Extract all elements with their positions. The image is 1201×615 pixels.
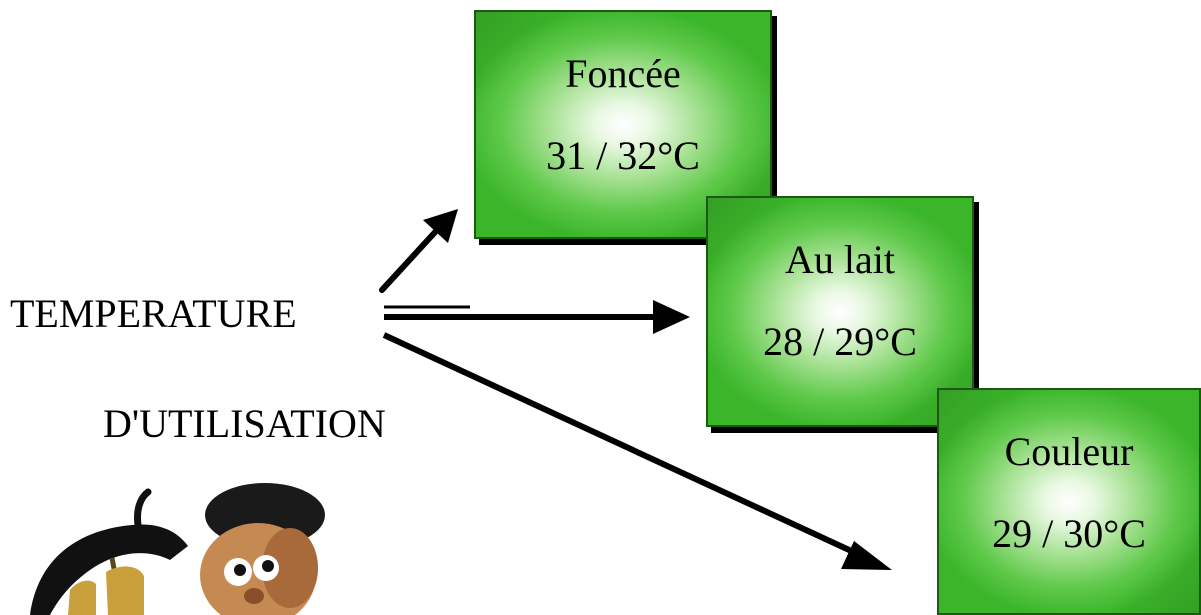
heading-line-utilisation: D'UTILISATION xyxy=(103,401,386,446)
character-pupil-left-icon xyxy=(234,564,246,576)
box-couleur: Couleur 29 / 30°C xyxy=(937,388,1201,615)
character-pupil-right-icon xyxy=(262,560,274,572)
box-temperature-foncee: 31 / 32°C xyxy=(546,133,700,178)
box-label-foncee: Foncée xyxy=(565,51,681,96)
heading-line-temperature: TEMPERATURE xyxy=(10,291,297,336)
arrow-to-au-lait xyxy=(384,300,690,334)
umbrella-panel-icon-2 xyxy=(68,580,96,615)
umbrella-panel-icon xyxy=(106,566,144,615)
box-temperature-couleur: 29 / 30°C xyxy=(992,511,1146,556)
umbrella-icon xyxy=(30,524,188,615)
box-temperature-au-lait: 28 / 29°C xyxy=(763,319,917,364)
arrow-to-foncee xyxy=(379,209,458,293)
umbrella-mascot-illustration xyxy=(30,483,325,615)
box-label-couleur: Couleur xyxy=(1004,429,1134,474)
character-nose-icon xyxy=(244,588,264,604)
box-label-au-lait: Au lait xyxy=(785,237,895,282)
box-au-lait: Au lait 28 / 29°C xyxy=(706,196,974,427)
character-face-shadow-icon xyxy=(262,528,318,608)
umbrella-handle-icon xyxy=(134,488,152,529)
arrow-to-couleur xyxy=(382,332,892,570)
